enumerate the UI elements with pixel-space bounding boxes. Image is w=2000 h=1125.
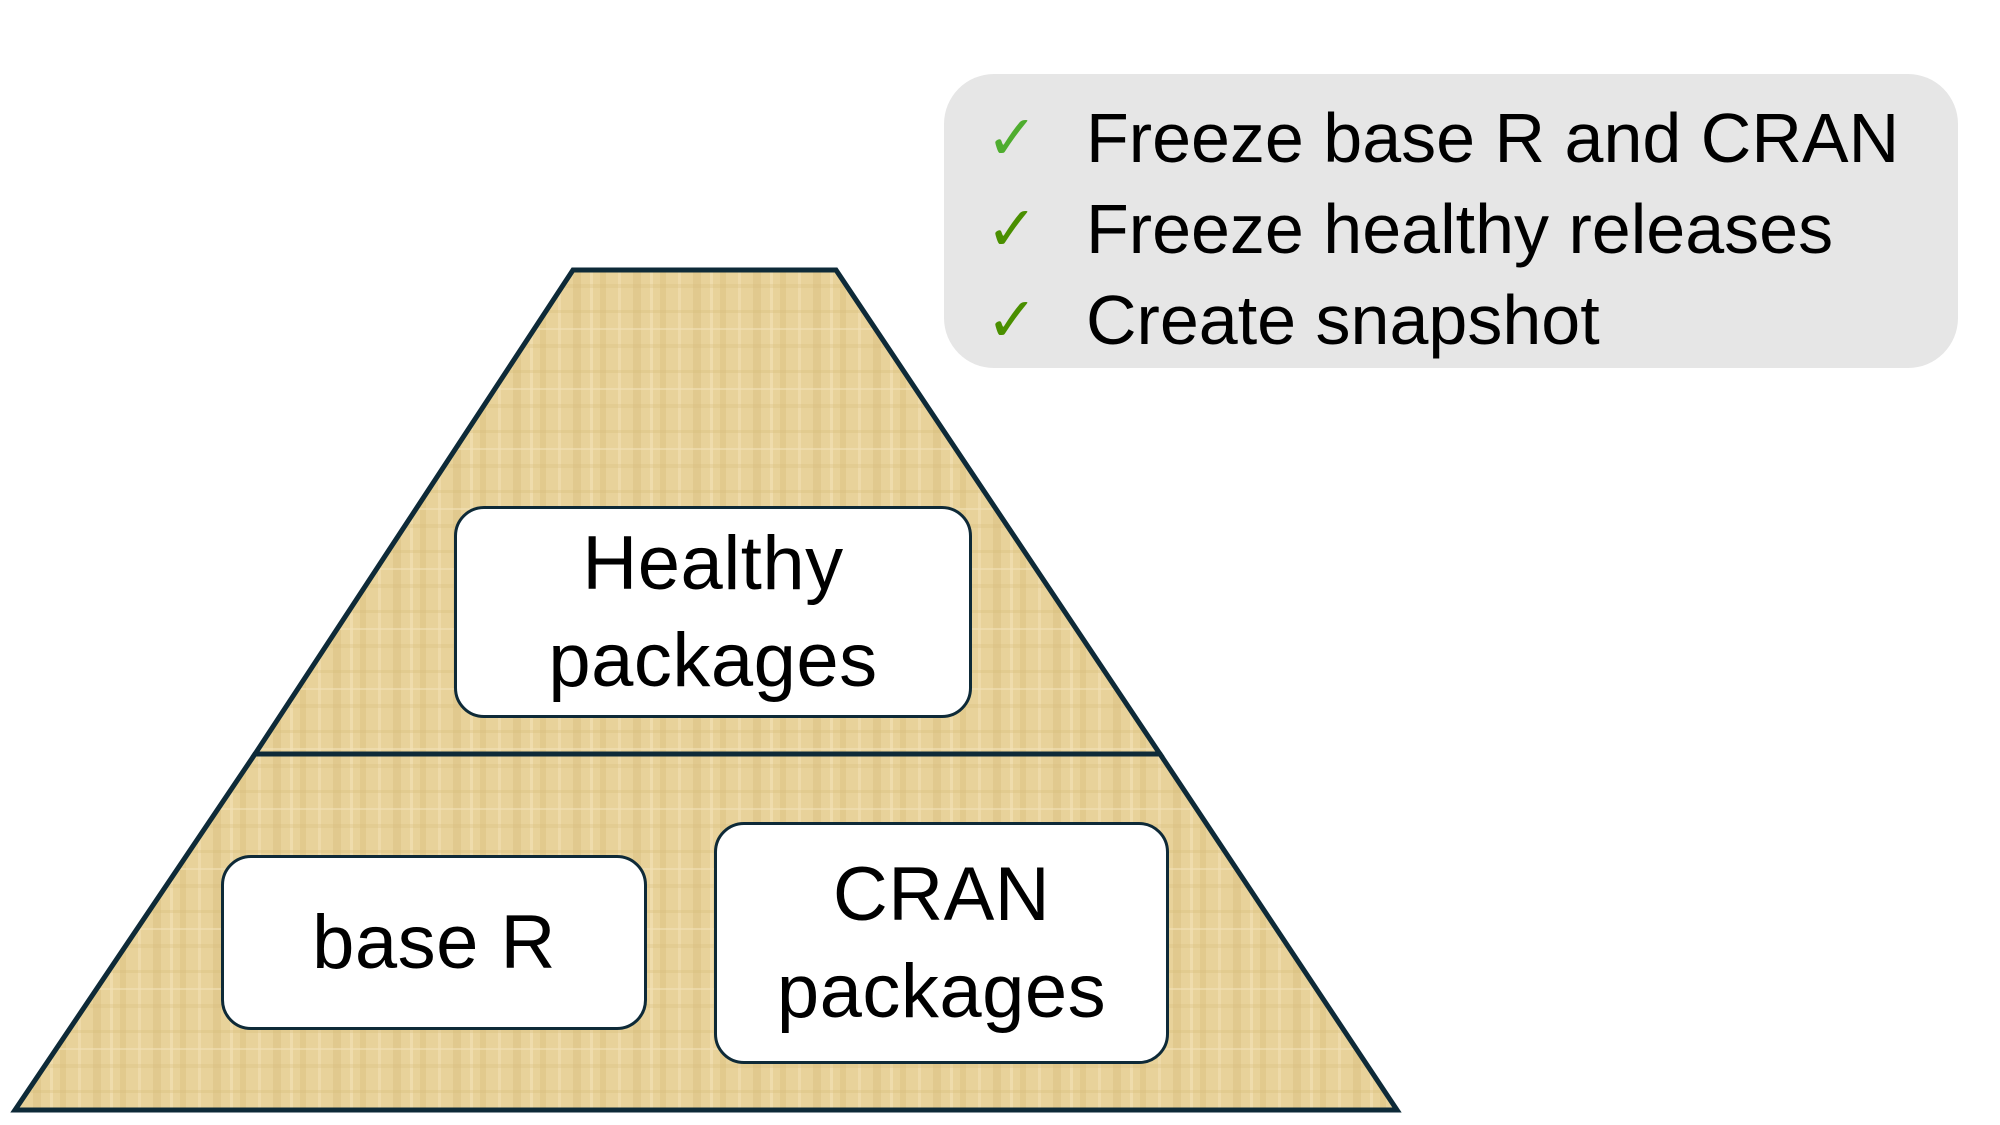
checklist-item: ✓ Freeze healthy releases (986, 183, 1958, 274)
check-icon: ✓ (986, 100, 1038, 174)
checklist-item: ✓ Create snapshot (986, 274, 1958, 365)
checklist-item-text: Freeze healthy releases (1086, 189, 1834, 268)
check-icon: ✓ (986, 282, 1038, 356)
healthy-packages-line-1: Healthy (582, 520, 844, 606)
checklist-panel: ✓ Freeze base R and CRAN ✓ Freeze health… (944, 74, 1958, 368)
checklist-item-text: Freeze base R and CRAN (1086, 98, 1900, 177)
cran-packages-line-1: CRAN (832, 851, 1051, 937)
base-r-box: base R (221, 855, 647, 1030)
base-r-label: base R (312, 899, 556, 985)
check-icon: ✓ (986, 191, 1038, 265)
cran-packages-line-2: packages (776, 949, 1107, 1034)
cran-packages-box: CRAN packages (714, 822, 1169, 1064)
checklist-item: ✓ Freeze base R and CRAN (986, 92, 1958, 183)
healthy-packages-box: Healthy packages (454, 506, 972, 718)
checklist-item-text: Create snapshot (1086, 280, 1600, 359)
healthy-packages-line-2: packages (548, 618, 878, 703)
